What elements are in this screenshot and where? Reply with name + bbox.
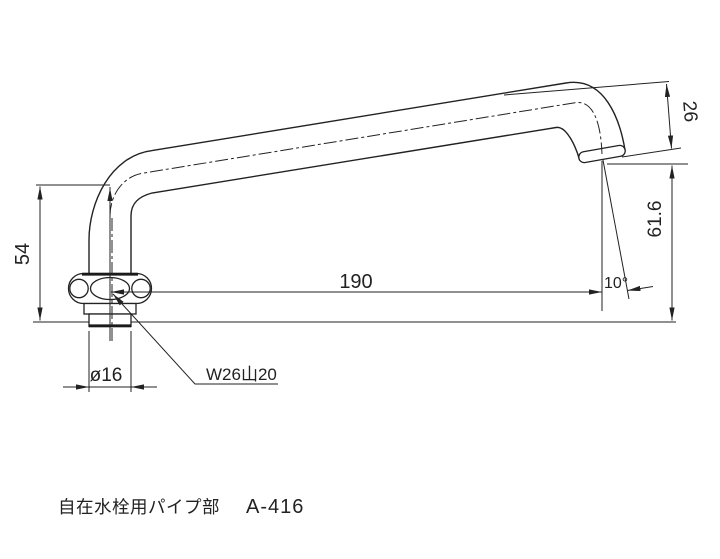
pipe-centerline [109, 102, 603, 341]
caption-title: 自在水栓用パイプ部 [58, 497, 220, 517]
dim-61-6-label: 61.6 [645, 201, 666, 238]
pipe-outer-top-line [88, 81, 626, 277]
nut-right-facet [131, 278, 151, 299]
dim-26-ext-upper [503, 81, 670, 96]
dim-54-label: 54 [12, 243, 34, 265]
reference-lines [33, 163, 688, 323]
angle-right-arrow [627, 285, 654, 292]
nut-left-facet [69, 278, 89, 299]
caption-code: A-416 [246, 496, 305, 518]
angle-label: 10° [604, 275, 628, 292]
leader-thread: W26山20 [112, 293, 278, 385]
dim-26-line [664, 83, 674, 149]
dim-190: 190 [111, 271, 602, 295]
thread-leader-line [112, 293, 278, 385]
dim-dia-16: ø16 [63, 331, 157, 392]
dia-label: ø16 [90, 365, 123, 386]
dim-54: 54 [12, 186, 43, 321]
dim-26: 26 [503, 81, 701, 158]
dim-26-ext-lower [621, 147, 682, 158]
pipe-inner-bottom-line [130, 126, 580, 277]
dim-190-label: 190 [339, 271, 372, 293]
pipe-body [88, 81, 626, 277]
dim-61-6: 61.6 [645, 165, 675, 321]
thread-label: W26山20 [206, 365, 277, 384]
spout-axis-extension [602, 159, 630, 300]
dim-angle-10: 10° [601, 159, 654, 311]
dim-26-label: 26 [678, 100, 701, 123]
centerlines [107, 102, 603, 341]
caption: 自在水栓用パイプ部 A-416 [58, 494, 304, 519]
